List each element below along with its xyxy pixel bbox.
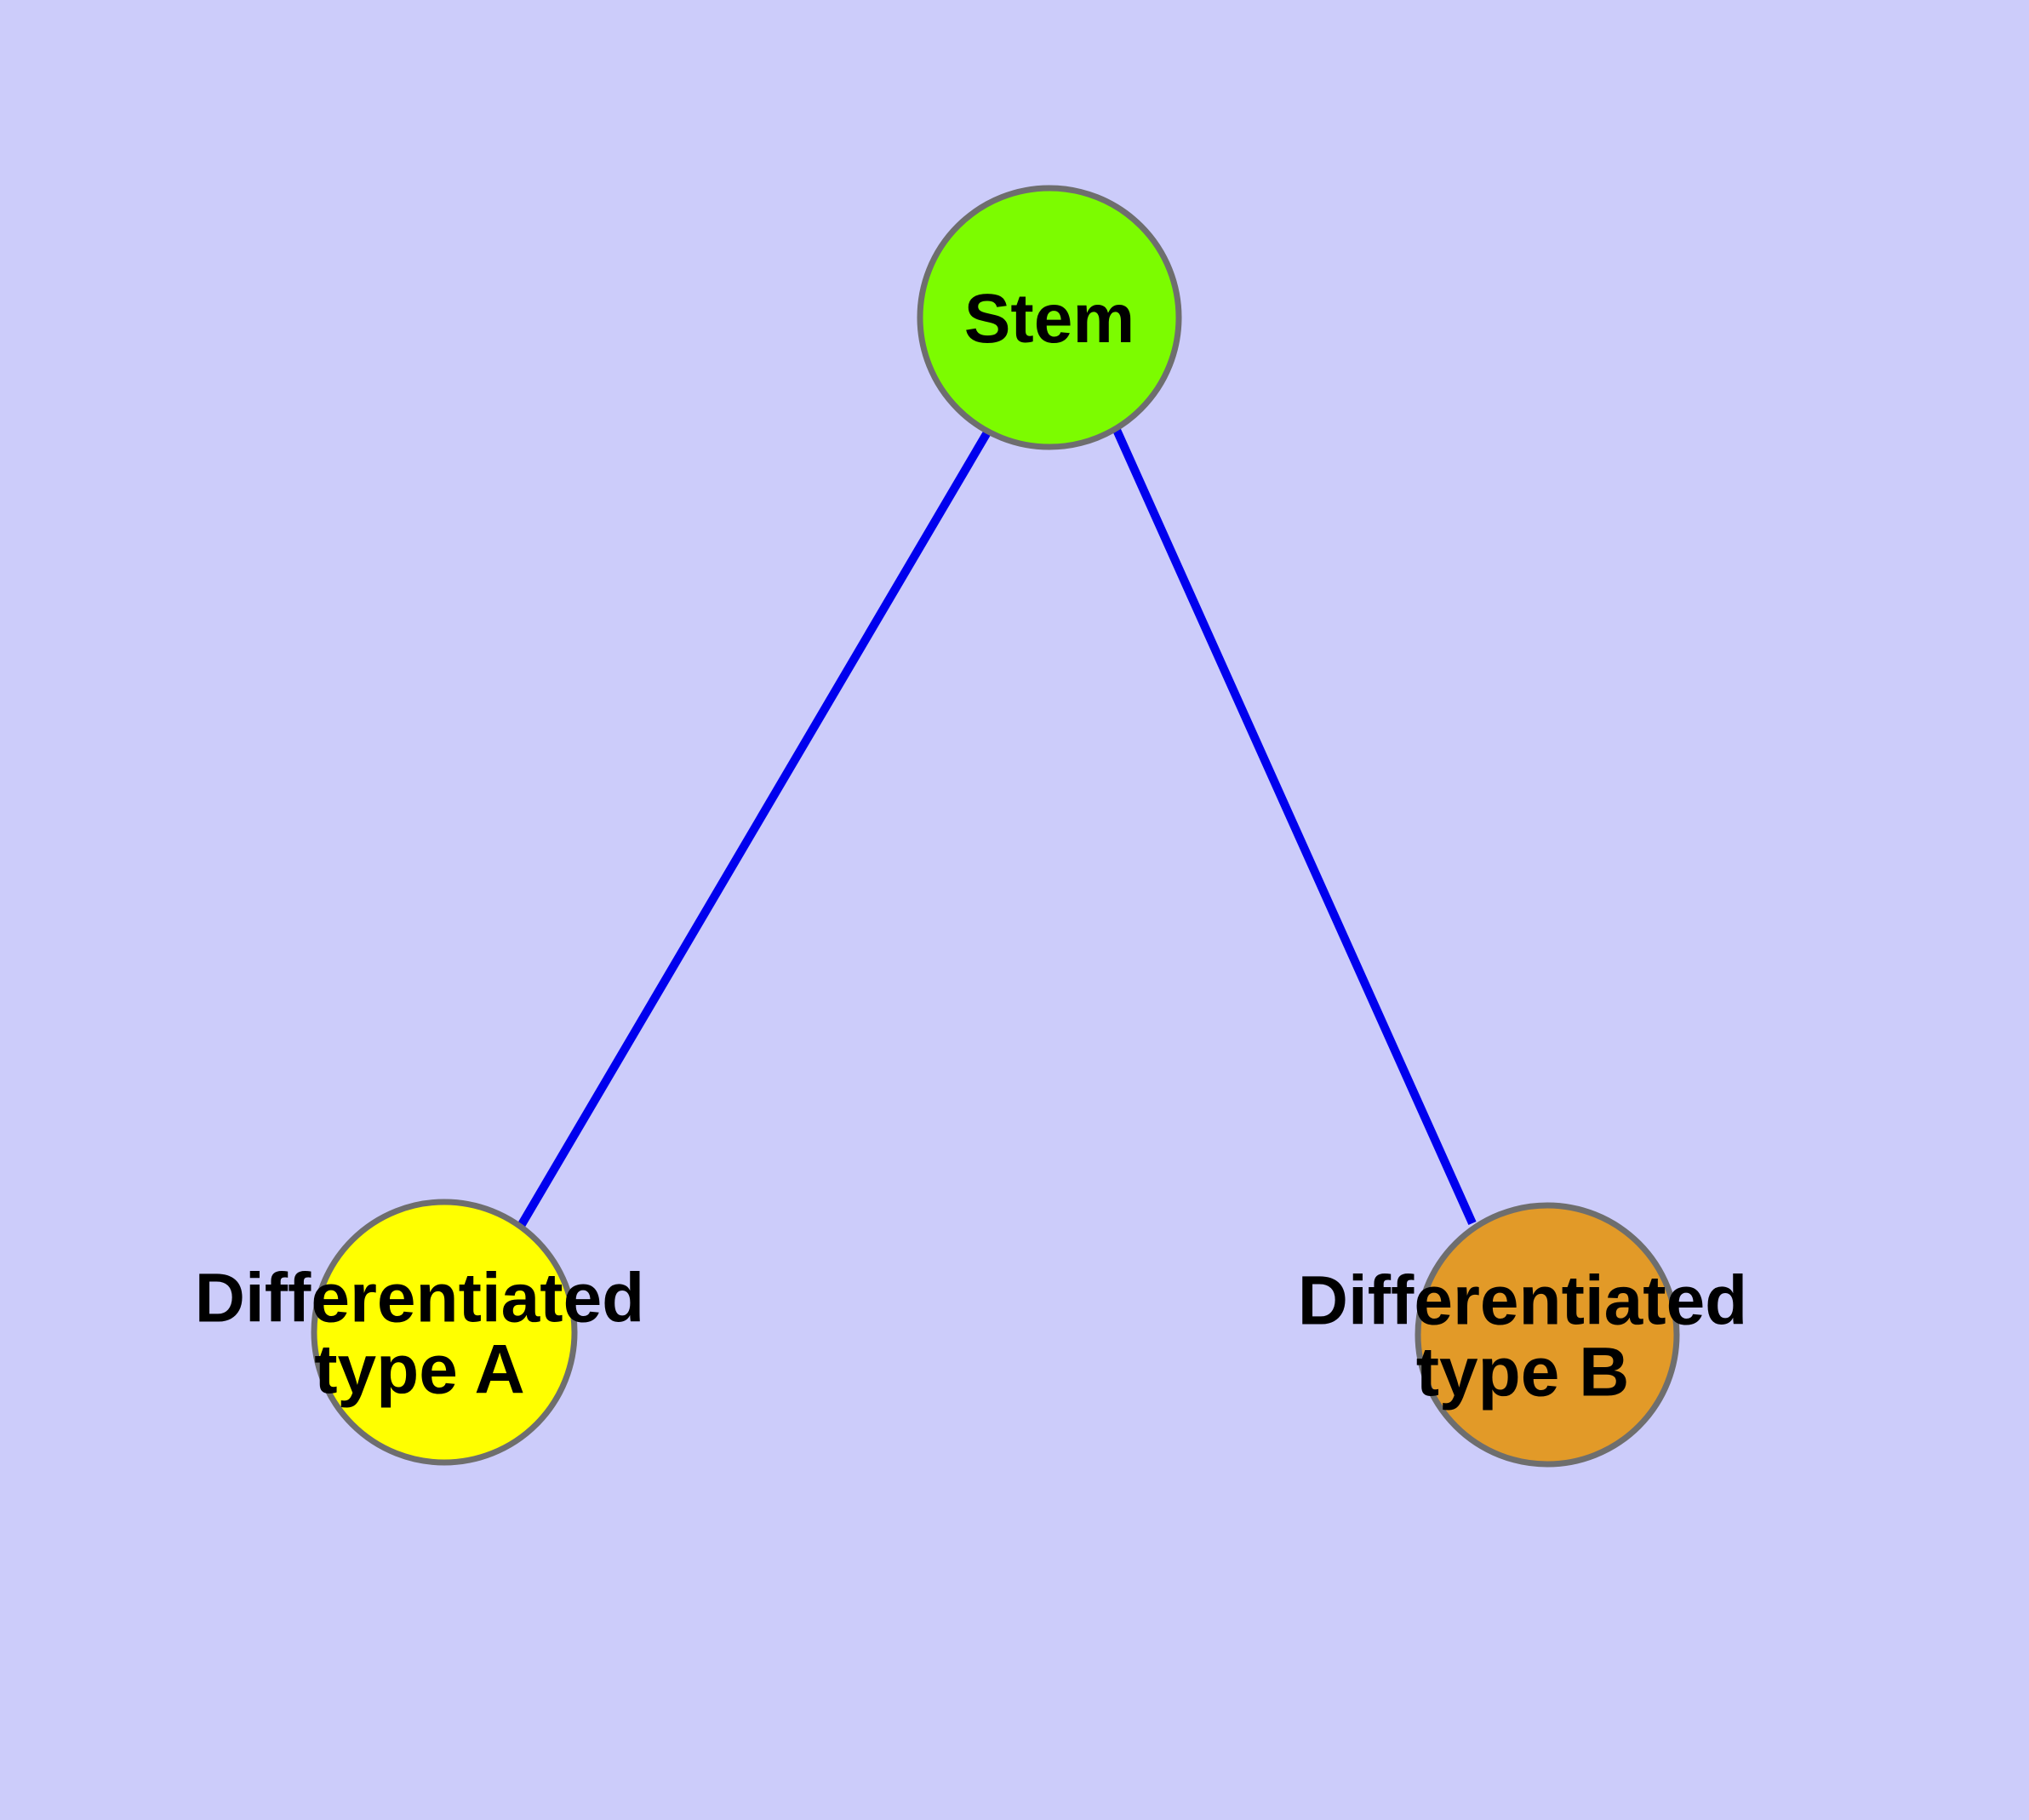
edge-layer <box>517 427 1477 1228</box>
graph-node-diff_b[interactable] <box>1415 1202 1680 1468</box>
graph-edge-stem-to-diff_a[interactable] <box>517 430 992 1228</box>
node-layer <box>311 185 1680 1468</box>
graph-node-diff_a[interactable] <box>311 1199 578 1466</box>
graph-edge-stem-to-diff_b[interactable] <box>1112 427 1477 1226</box>
graph-node-stem[interactable] <box>917 185 1182 450</box>
